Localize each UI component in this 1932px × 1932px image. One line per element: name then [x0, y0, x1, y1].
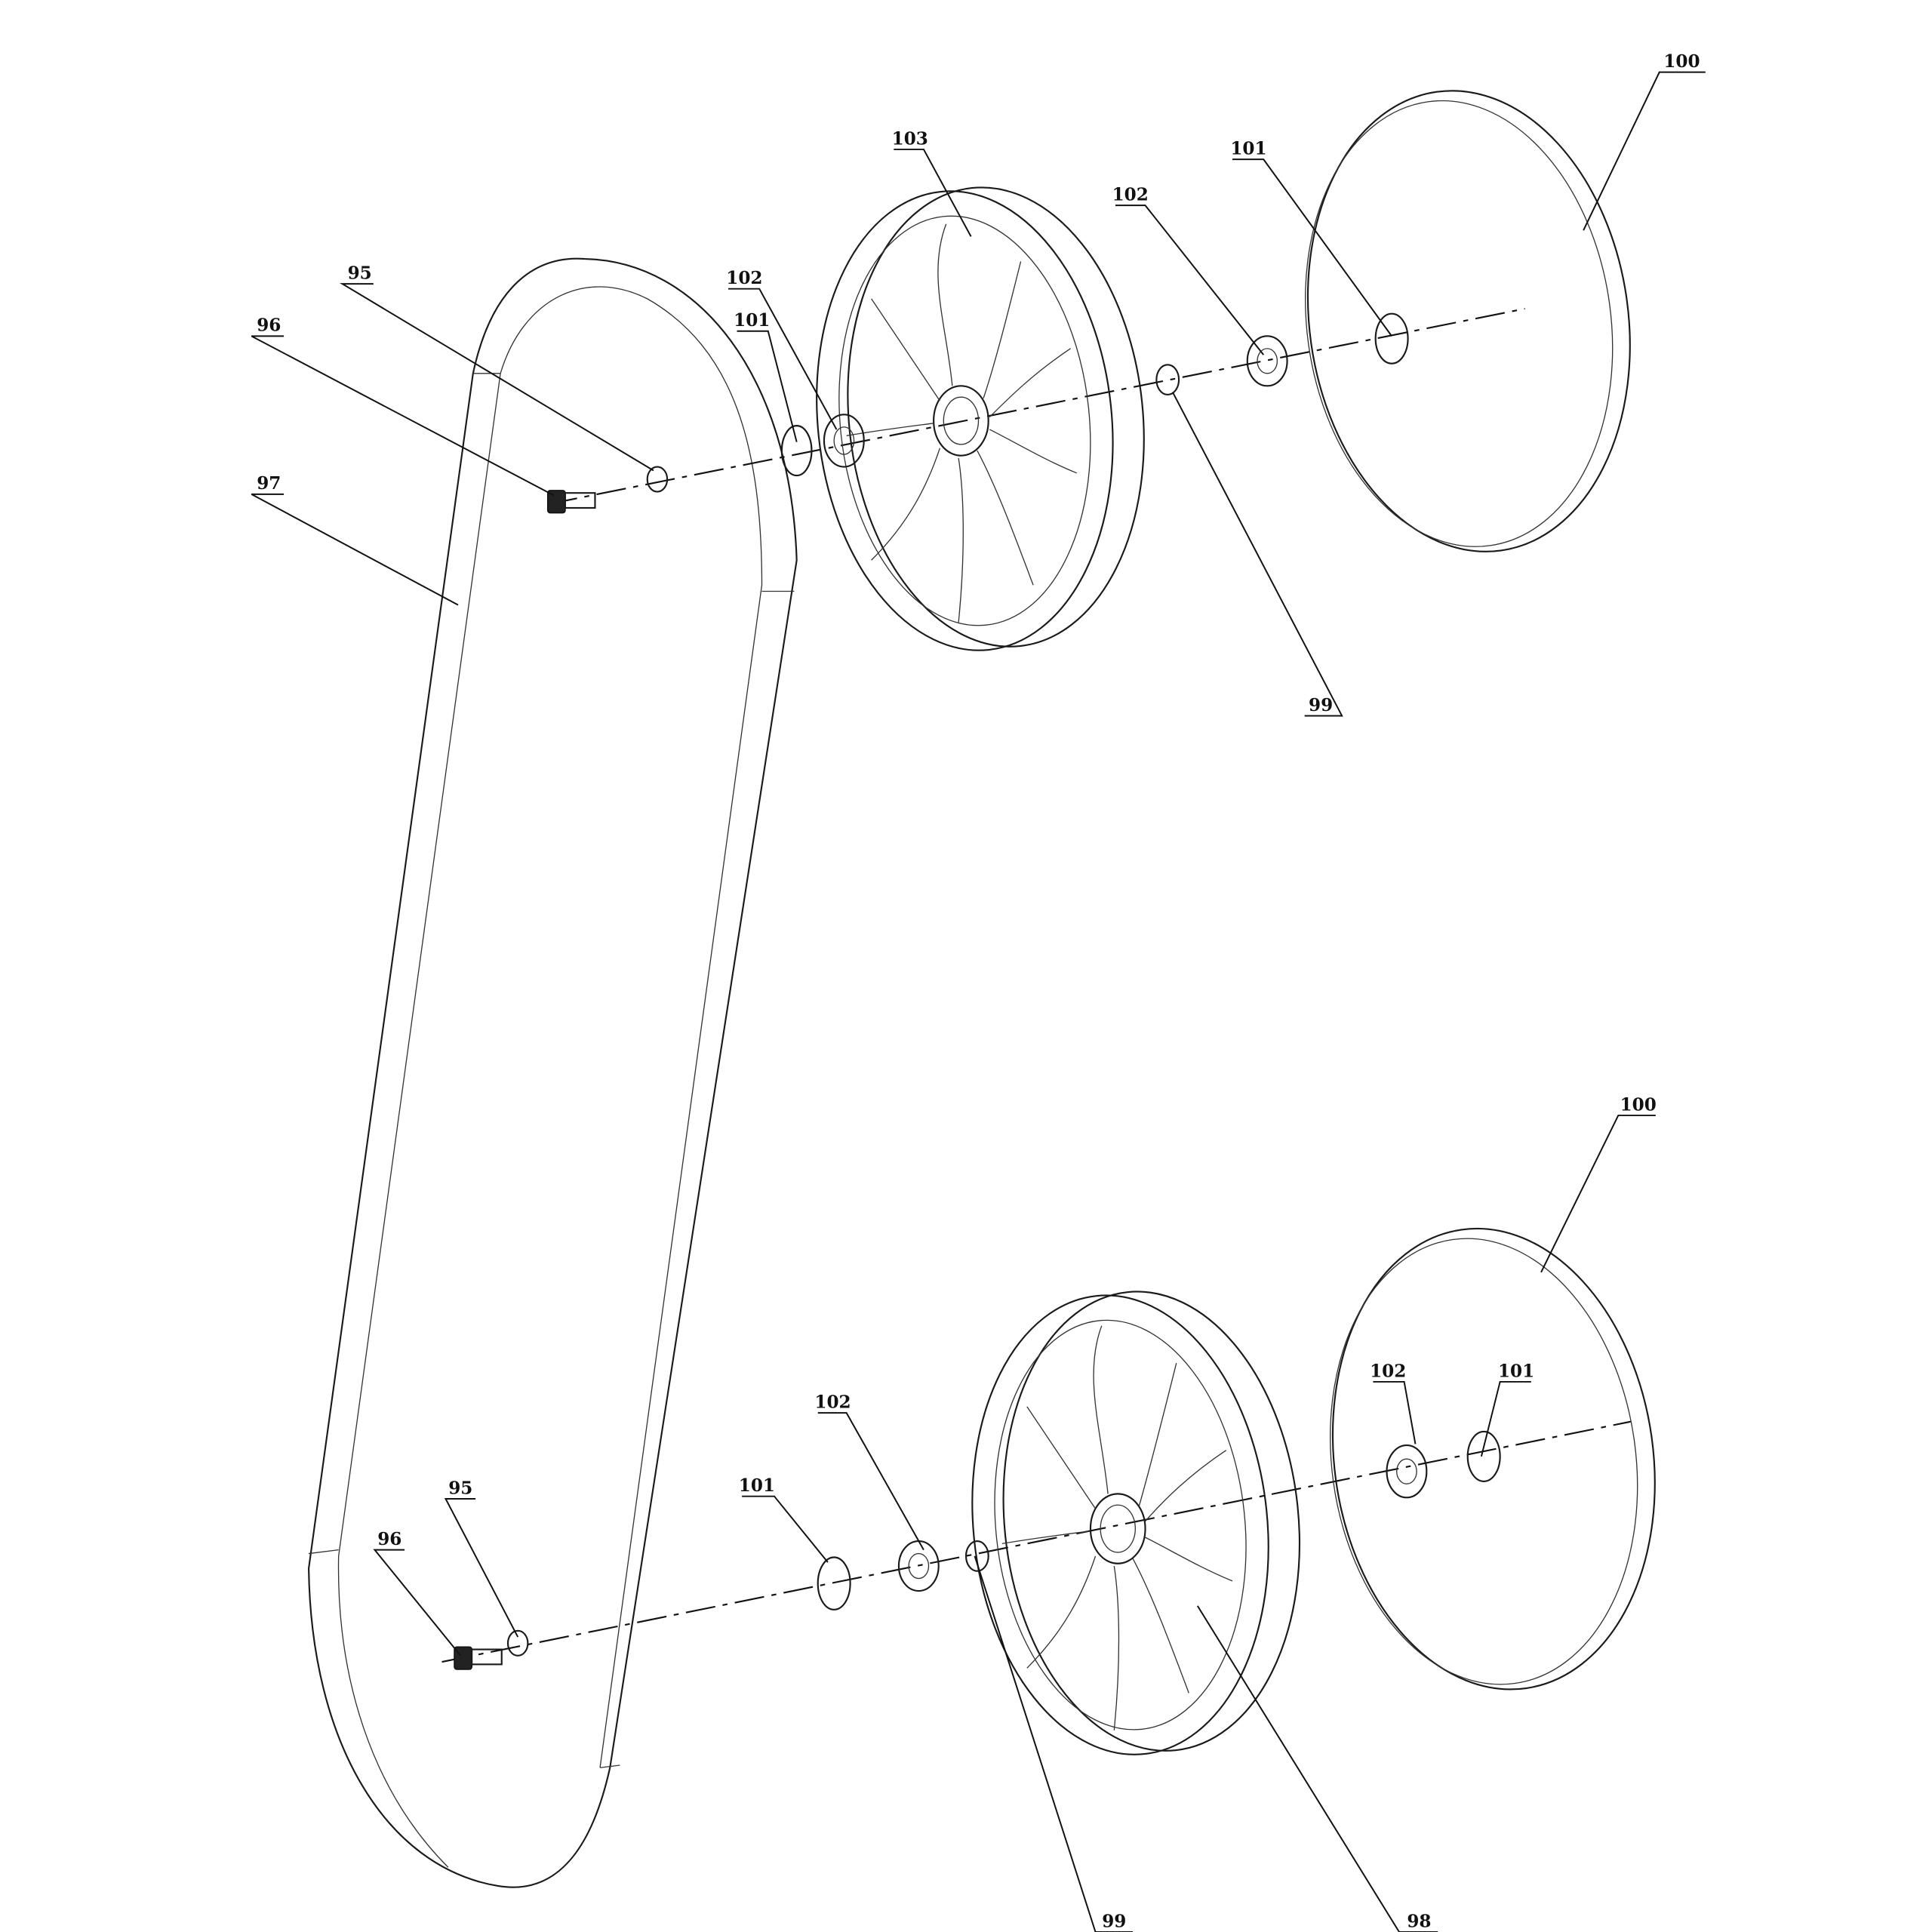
bolt-shank-top [564, 492, 596, 509]
upper-wheel [816, 186, 1145, 651]
washer-95-bottom [506, 1629, 529, 1657]
callout-101-top-right: 101 [1230, 139, 1266, 159]
upper-small-parts [546, 312, 1409, 514]
callout-102-bottom-right: 102 [1370, 1361, 1406, 1381]
washer-95-top [646, 466, 669, 493]
top-axis-line [547, 308, 1525, 506]
lower-wheel [971, 1291, 1301, 1755]
callout-96-bottom: 96 [377, 1529, 401, 1549]
callout-labels: 100 101 102 103 95 96 102 101 97 99 100 … [257, 51, 1700, 1931]
callout-99-top: 99 [1309, 695, 1333, 715]
ring-101-top-right [1374, 312, 1409, 365]
ring-101-top-left [780, 425, 813, 477]
lower-small-parts [454, 1430, 1501, 1670]
bearing-102-top-left [823, 414, 865, 468]
spacer-99-bottom [964, 1540, 989, 1572]
callout-100-top: 100 [1663, 51, 1700, 72]
callout-101-top-left: 101 [734, 310, 770, 331]
callout-102-bottom-left: 102 [814, 1392, 851, 1413]
upper-tire-inner [1305, 100, 1614, 547]
callout-102-top-left: 102 [726, 268, 762, 288]
callout-95-bottom: 95 [448, 1478, 472, 1498]
bolt-shank-bottom [471, 1648, 503, 1666]
callout-101-bottom-right: 101 [1498, 1361, 1534, 1381]
lower-tire-inner [1330, 1238, 1638, 1685]
callout-102-top-right: 102 [1112, 185, 1149, 205]
upper-tire [1306, 90, 1631, 552]
leader-lines [251, 71, 1706, 1932]
callout-100-bottom: 100 [1620, 1094, 1657, 1115]
callout-98: 98 [1407, 1911, 1431, 1931]
callout-99-bottom: 99 [1102, 1911, 1126, 1931]
ring-101-bottom-right [1466, 1430, 1501, 1482]
lower-tire [1331, 1227, 1656, 1690]
bearing-102-top-right [1246, 335, 1288, 387]
callout-103: 103 [892, 128, 928, 149]
callout-101-bottom-left: 101 [739, 1475, 775, 1496]
callout-95-top: 95 [348, 263, 372, 283]
callout-96-top: 96 [257, 315, 281, 336]
spacer-99-top [1155, 364, 1180, 395]
bearing-102-bottom-right [1386, 1444, 1428, 1499]
bottom-axis-line [441, 1420, 1632, 1663]
ring-101-bottom-left [817, 1556, 851, 1611]
callout-97: 97 [257, 473, 281, 494]
band-belt [307, 257, 798, 1888]
